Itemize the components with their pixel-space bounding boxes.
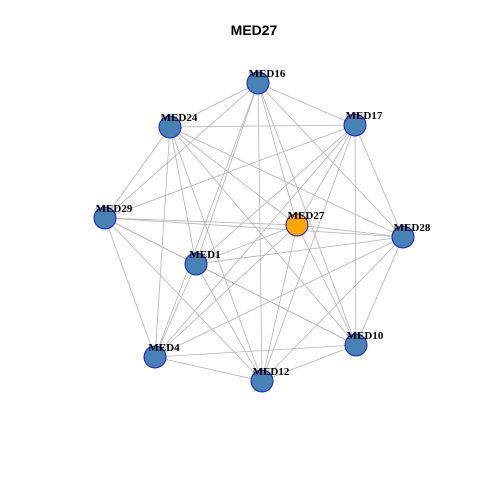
edge-med24-med17 [169,124,356,128]
node-med28[interactable] [391,225,415,249]
edge-med28-med1 [195,236,404,265]
edge-med24-med10 [169,126,357,346]
node-med29[interactable] [93,206,117,230]
edge-med29-med27 [104,217,298,226]
edge-med29-med4 [104,217,156,358]
node-med27[interactable] [285,213,309,237]
node-label-med28: MED28 [394,222,431,234]
node-label-med16: MED16 [249,68,286,80]
edge-med17-med1 [195,124,356,265]
node-med17[interactable] [343,113,367,137]
edge-med1-med4 [154,263,197,358]
edge-med17-med28 [354,124,404,238]
edge-med24-med29 [104,126,171,219]
edge-med1-med12 [195,263,263,382]
edge-med29-med28 [104,217,404,238]
edge-med10-med12 [261,344,357,382]
node-label-med17: MED17 [346,110,383,122]
edge-med16-med29 [104,82,259,219]
edge-med16-med28 [257,82,404,238]
node-label-med4: MED4 [148,342,180,354]
edge-med24-med4 [154,126,171,358]
node-label-med27: MED27 [288,210,325,222]
edge-med27-med4 [154,224,298,358]
edge-med17-med10 [354,124,357,346]
edge-med27-med12 [261,224,298,382]
edge-med17-med12 [261,124,356,382]
edge-med24-med12 [169,126,263,382]
node-label-med12: MED12 [253,366,290,378]
edge-med27-med10 [296,224,357,346]
node-label-med29: MED29 [96,203,133,215]
edge-med28-med4 [154,236,404,358]
edge-med16-med24 [169,82,259,128]
edge-med17-med29 [104,124,356,219]
edge-med27-med1 [195,224,298,265]
edge-med29-med12 [104,217,263,382]
node-label-med24: MED24 [161,112,198,124]
node-label-med1: MED1 [189,249,220,261]
node-layer [93,71,415,393]
edge-med28-med12 [261,236,404,382]
edge-layer [104,82,404,382]
edge-med24-med27 [169,126,298,226]
edge-med16-med17 [257,82,356,126]
node-med16[interactable] [246,71,270,95]
node-med4[interactable] [143,345,167,369]
node-label-med10: MED10 [347,330,384,342]
graph-title: MED27 [231,22,278,38]
node-med10[interactable] [344,333,368,357]
edge-med16-med1 [195,82,259,265]
node-med24[interactable] [158,115,182,139]
edge-med10-med4 [154,344,357,358]
edge-med4-med12 [154,356,263,382]
edge-med16-med4 [154,82,259,358]
edge-med24-med28 [169,126,404,238]
node-med1[interactable] [184,252,208,276]
node-med12[interactable] [250,369,274,393]
edge-med27-med28 [296,224,404,238]
edge-med28-med10 [355,236,404,346]
edge-med17-med27 [296,124,356,226]
edge-med1-med10 [195,263,357,346]
edge-med24-med1 [169,126,197,265]
